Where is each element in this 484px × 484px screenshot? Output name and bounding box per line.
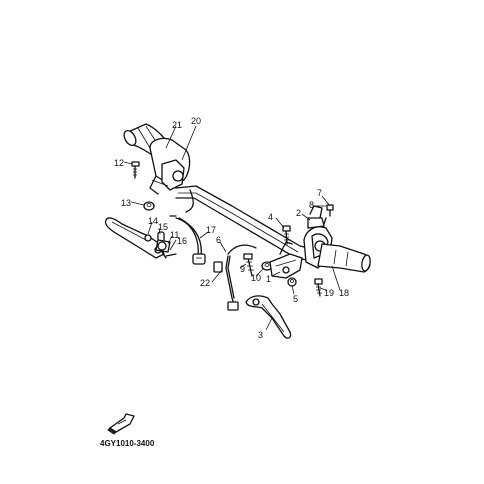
label-3: 3 (258, 330, 263, 340)
brake-lever (245, 295, 292, 339)
label-21: 21 (172, 120, 182, 130)
screw-7 (326, 204, 334, 217)
label-17: 17 (206, 225, 216, 235)
lever-holder-1 (269, 241, 303, 279)
label-16: 16 (177, 236, 187, 246)
label-8: 8 (309, 200, 314, 210)
left-switch-housing (149, 137, 191, 195)
label-4: 4 (268, 212, 273, 222)
cable-17 (169, 215, 206, 265)
part-labels: 21 20 12 13 14 15 11 16 17 6 22 9 10 1 4… (114, 116, 349, 340)
bolt-4 (282, 225, 291, 245)
label-18: 18 (339, 288, 349, 298)
label-2: 2 (296, 208, 301, 218)
label-7: 7 (317, 188, 322, 198)
label-14: 14 (148, 216, 158, 226)
label-5: 5 (293, 294, 298, 304)
nut-13 (143, 201, 155, 211)
bolt-19 (314, 278, 323, 297)
leader-lines (123, 125, 341, 331)
bolt-9 (243, 253, 254, 277)
label-13: 13 (121, 198, 131, 208)
screw-12 (131, 161, 140, 179)
throttle-grip (317, 243, 371, 273)
label-15: 15 (158, 222, 168, 232)
label-6: 6 (216, 235, 221, 245)
label-10: 10 (251, 273, 261, 283)
label-1: 1 (266, 274, 271, 284)
cable-6 (213, 244, 257, 311)
small-parts-left (144, 231, 177, 259)
front-arrow-icon (107, 413, 135, 435)
label-19: 19 (324, 288, 334, 298)
label-12: 12 (114, 158, 124, 168)
label-9: 9 (240, 264, 245, 274)
nut-5 (287, 277, 297, 287)
diagram-code: 4GY1010-3400 (100, 439, 155, 448)
label-20: 20 (191, 116, 201, 126)
label-22: 22 (200, 278, 210, 288)
label-11: 11 (170, 230, 179, 240)
